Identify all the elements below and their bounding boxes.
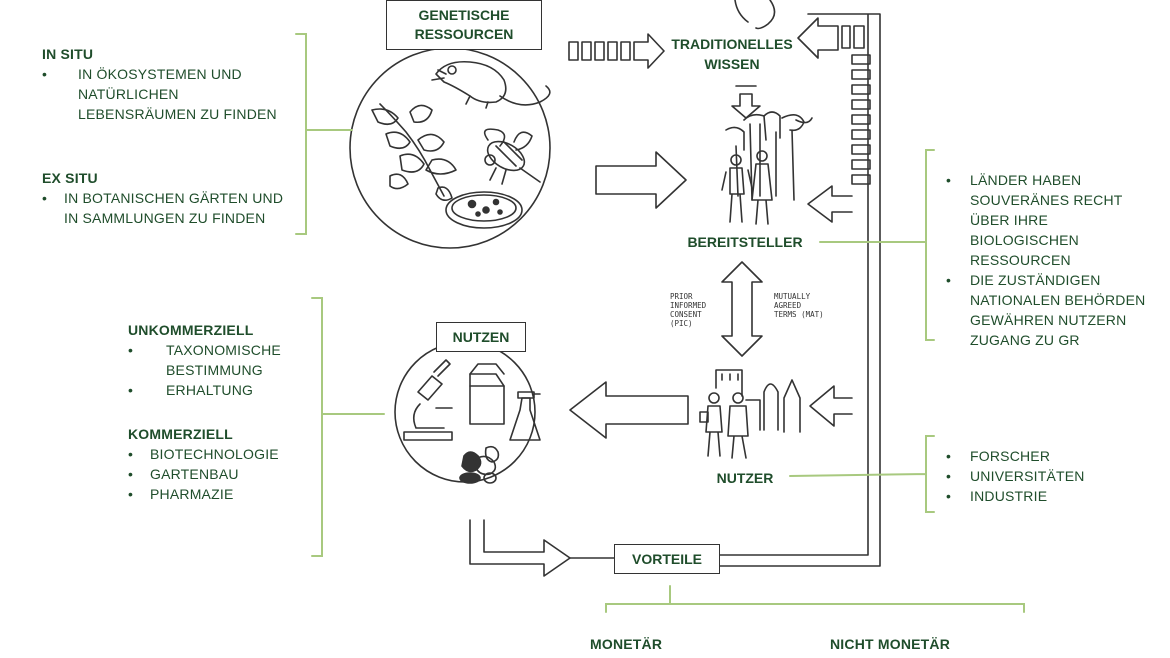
commercial-item: • GARTENBAU (128, 464, 308, 484)
mouse-icon (431, 60, 551, 109)
bracket-utilization (311, 297, 385, 557)
commercial-list: • BIOTECHNOLOGIE • GARTENBAU • PHARMAZIE (128, 444, 308, 504)
bullet: • (42, 66, 48, 82)
bullet: • (42, 190, 48, 206)
ex-situ-section: EX SITU • IN BOTANISCHEN GÄRTEN UND IN S… (42, 168, 292, 228)
user-note-text: INDUSTRIE (970, 488, 1048, 504)
researchers-city-icon (699, 369, 801, 459)
provider-notes-section: • LÄNDER HABEN SOUVERÄNES RECHT ÜBER IHR… (946, 170, 1161, 350)
arrow-user-to-utilization (569, 381, 689, 439)
arrow-knowledge-to-provider (731, 85, 761, 119)
bracket-benefits (605, 585, 1025, 613)
bullet: • (946, 172, 952, 188)
bullet: • (128, 466, 134, 482)
user-note-item: • UNIVERSITÄTEN (946, 466, 1146, 486)
bracket-provider (819, 149, 935, 341)
microscope-icon (403, 359, 453, 441)
provider-note-item: • LÄNDER HABEN SOUVERÄNES RECHT ÜBER IHR… (946, 170, 1161, 270)
ex-situ-heading: EX SITU (42, 170, 98, 186)
arrow-loop-to-user (809, 385, 853, 427)
utilization-box: NUTZEN (436, 322, 526, 352)
ex-situ-item: • IN BOTANISCHEN GÄRTEN UND IN SAMMLUNGE… (42, 188, 292, 228)
people-trees-icon (721, 111, 813, 225)
genetic-resources-box: GENETISCHE RESSOURCEN (386, 0, 542, 50)
provider-label: BEREITSTELLER (687, 234, 803, 250)
in-situ-heading: IN SITU (42, 46, 94, 62)
bracket-user (789, 435, 935, 513)
bullet: • (946, 488, 952, 504)
dashed-loop-segments (851, 54, 871, 185)
bullet: • (128, 446, 134, 462)
pills-icon (459, 445, 500, 484)
non-commercial-item: • TAXONOMISCHE BESTIMMUNG (128, 340, 308, 380)
dashed-arrow-to-knowledge (568, 33, 665, 69)
benefits-label: VORTEILE (631, 551, 702, 567)
ex-situ-item-text: IN BOTANISCHEN GÄRTEN UND IN SAMMLUNGEN … (64, 190, 284, 226)
person-head-sketch (734, 0, 776, 30)
arrow-loop-to-provider (807, 185, 853, 223)
in-situ-list: • IN ÖKOSYSTEMEN UND NATÜRLICHEN LEBENSR… (42, 64, 292, 124)
arrow-resources-to-provider (595, 151, 687, 209)
bullet: • (128, 486, 134, 502)
in-situ-item-text: IN ÖKOSYSTEMEN UND NATÜRLICHEN LEBENSRÄU… (78, 66, 277, 122)
user-label: NUTZER (716, 470, 774, 486)
provider-note-text: LÄNDER HABEN SOUVERÄNES RECHT ÜBER IHRE … (970, 172, 1123, 268)
user-note-item: • FORSCHER (946, 446, 1146, 466)
bullet: • (946, 468, 952, 484)
non-commercial-list: • TAXONOMISCHE BESTIMMUNG • ERHALTUNG (128, 340, 308, 400)
genetic-resources-label: GENETISCHE RESSOURCEN (414, 7, 514, 42)
provider-note-item: • DIE ZUSTÄNDIGEN NATIONALEN BEHÖRDEN GE… (946, 270, 1161, 350)
monetary-label: MONETÄR (590, 636, 663, 652)
non-commercial-item-text: ERHALTUNG (166, 382, 254, 398)
bracket-resources (295, 33, 353, 235)
non-commercial-section: UNKOMMERZIELL • TAXONOMISCHE BESTIMMUNG … (128, 320, 308, 400)
in-situ-section: IN SITU • IN ÖKOSYSTEMEN UND NATÜRLICHEN… (42, 44, 292, 124)
mat-note: MUTUALLY AGREED TERMS (MAT) (774, 292, 824, 319)
traditional-knowledge-label: TRADITIONELLES WISSEN (671, 36, 793, 72)
non-monetary-label: NICHT MONETÄR (830, 636, 951, 652)
commercial-item: • PHARMAZIE (128, 484, 308, 504)
bullet: • (946, 272, 952, 288)
in-situ-item: • IN ÖKOSYSTEMEN UND NATÜRLICHEN LEBENSR… (42, 64, 292, 124)
non-commercial-heading: UNKOMMERZIELL (128, 322, 254, 338)
benefits-box: VORTEILE (614, 544, 720, 574)
commercial-heading: KOMMERZIELL (128, 426, 233, 442)
user-note-text: UNIVERSITÄTEN (970, 468, 1085, 484)
user-notes-list: • FORSCHER • UNIVERSITÄTEN • INDUSTRIE (946, 446, 1146, 506)
feedback-loop-line (699, 13, 881, 567)
bullet: • (128, 342, 134, 358)
bee-icon (483, 128, 541, 185)
petri-dish-icon (445, 191, 523, 229)
bullet: • (946, 448, 952, 464)
provider-note-text: DIE ZUSTÄNDIGEN NATIONALEN BEHÖRDEN GEWÄ… (970, 272, 1146, 348)
non-commercial-item: • ERHALTUNG (128, 380, 308, 400)
non-commercial-item-text: TAXONOMISCHE BESTIMMUNG (166, 342, 281, 378)
provider-notes-list: • LÄNDER HABEN SOUVERÄNES RECHT ÜBER IHR… (946, 170, 1161, 350)
utilization-label: NUTZEN (452, 329, 510, 345)
leaf-icon (371, 103, 457, 202)
bullet: • (128, 382, 134, 398)
commercial-item-text: PHARMAZIE (150, 486, 234, 502)
spray-bottle-icon (509, 391, 541, 441)
double-arrow-icon (721, 261, 763, 357)
arrow-utilization-to-benefits (469, 519, 571, 577)
user-notes-section: • FORSCHER • UNIVERSITÄTEN • INDUSTRIE (946, 446, 1146, 506)
user-note-item: • INDUSTRIE (946, 486, 1146, 506)
commercial-item-text: BIOTECHNOLOGIE (150, 446, 279, 462)
commercial-item: • BIOTECHNOLOGIE (128, 444, 308, 464)
user-note-text: FORSCHER (970, 448, 1051, 464)
commercial-section: KOMMERZIELL • BIOTECHNOLOGIE • GARTENBAU… (128, 424, 308, 504)
arrow-into-knowledge (797, 17, 865, 59)
pic-note: PRIOR INFORMED CONSENT (PIC) (670, 292, 707, 328)
commercial-item-text: GARTENBAU (150, 466, 239, 482)
ex-situ-list: • IN BOTANISCHEN GÄRTEN UND IN SAMMLUNGE… (42, 188, 292, 228)
milk-carton-icon (469, 363, 505, 425)
